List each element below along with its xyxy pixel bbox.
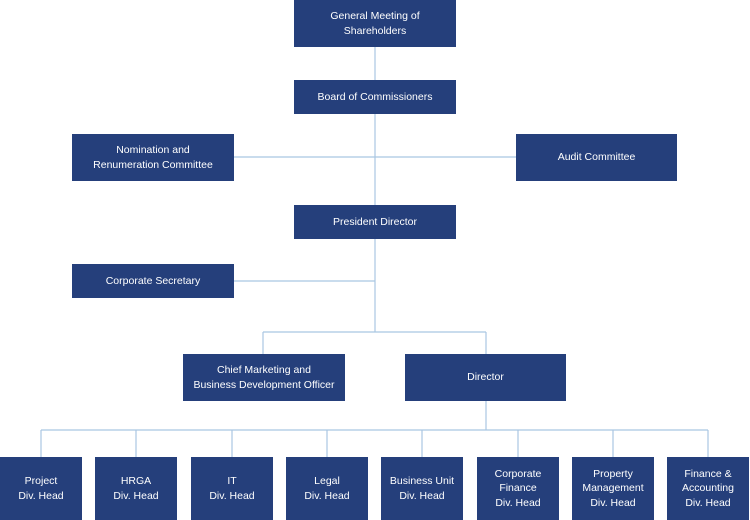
division-corporate-finance-label: Corporate Finance Div. Head	[494, 467, 542, 509]
audit-committee-label: Audit Committee	[557, 151, 636, 164]
general-meeting-box: General Meeting of Shareholders	[294, 0, 456, 47]
division-hrga-box: HRGA Div. Head	[95, 457, 177, 520]
cmbdo-box: Chief Marketing and Business Development…	[183, 354, 345, 401]
division-legal-box: Legal Div. Head	[286, 457, 368, 520]
board-of-commissioners-label: Board of Commissioners	[317, 90, 433, 103]
nomination-committee-box: Nomination and Renumeration Committee	[72, 134, 234, 181]
director-label: Director	[467, 371, 504, 384]
audit-committee-box: Audit Committee	[516, 134, 677, 181]
division-project-label: Project Div. Head	[18, 475, 64, 502]
division-business-unit-label: Business Unit Div. Head	[389, 475, 455, 502]
division-hrga-label: HRGA Div. Head	[113, 475, 159, 502]
division-legal-label: Legal Div. Head	[304, 475, 350, 502]
board-of-commissioners-box: Board of Commissioners	[294, 80, 456, 114]
cmbdo-label: Chief Marketing and Business Development…	[193, 364, 335, 391]
corporate-secretary-box: Corporate Secretary	[72, 264, 234, 298]
division-business-unit-box: Business Unit Div. Head	[381, 457, 463, 520]
division-project-box: Project Div. Head	[0, 457, 82, 520]
division-finance-accounting-box: Finance & Accounting Div. Head	[667, 457, 749, 520]
president-director-box: President Director	[294, 205, 456, 239]
division-property-management-box: Property Management Div. Head	[572, 457, 654, 520]
division-finance-accounting-label: Finance & Accounting Div. Head	[682, 467, 734, 509]
director-box: Director	[405, 354, 566, 401]
division-corporate-finance-box: Corporate Finance Div. Head	[477, 457, 559, 520]
division-it-label: IT Div. Head	[209, 475, 255, 502]
corporate-secretary-label: Corporate Secretary	[105, 274, 201, 287]
division-property-management-label: Property Management Div. Head	[582, 467, 644, 509]
nomination-committee-label: Nomination and Renumeration Committee	[93, 144, 213, 171]
general-meeting-label: General Meeting of Shareholders	[330, 10, 420, 37]
division-it-box: IT Div. Head	[191, 457, 273, 520]
president-director-label: President Director	[332, 215, 418, 228]
